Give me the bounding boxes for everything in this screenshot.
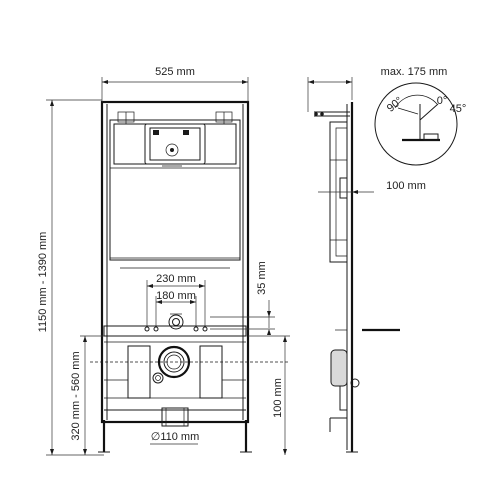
- dim-stud-offset: 35 mm: [210, 261, 275, 335]
- side-view: [314, 102, 400, 453]
- dim-outlet-offset: 100 mm: [248, 335, 290, 455]
- cistern: [109, 111, 241, 269]
- flush-plate-opening: [144, 123, 206, 167]
- lower-bracket: [104, 341, 246, 399]
- dim-total-height: 1150 mm - 1390 mm: [37, 99, 104, 456]
- offset-35-label: 35 mm: [256, 261, 268, 295]
- frame-legs: [98, 409, 252, 453]
- drain-outlet: [152, 345, 191, 427]
- frame-outline: [100, 100, 250, 424]
- front-view: [90, 100, 290, 453]
- dim-diameter: ∅110 mm: [150, 431, 200, 445]
- offset-100-label: 100 mm: [272, 378, 284, 418]
- spacing-180-label: 180 mm: [156, 290, 196, 302]
- wall-offset-label: 100 mm: [386, 180, 426, 192]
- angle-90-label: 90°: [385, 95, 405, 115]
- dim-width: 525 mm: [101, 66, 249, 102]
- total-height-label: 1150 mm - 1390 mm: [37, 232, 49, 333]
- angle-0-label: 0°: [437, 95, 448, 107]
- angle-45-label: 45°: [450, 103, 467, 115]
- angle-inset: 90° 0° 45°: [374, 82, 467, 166]
- diameter-label: ∅110 mm: [151, 431, 200, 443]
- dim-wall-offset: 100 mm: [318, 180, 426, 194]
- dim-stud-spacing: 230 mm 180 mm: [146, 273, 206, 326]
- dim-max-depth: max. 175 mm: [307, 66, 448, 112]
- outlet-height-label: 320 mm - 560 mm: [70, 351, 82, 440]
- max-depth-label: max. 175 mm: [381, 66, 448, 78]
- mounting-rail: [103, 313, 247, 337]
- spacing-230-label: 230 mm: [156, 273, 196, 285]
- dim-outlet-height: 320 mm - 560 mm: [70, 335, 104, 455]
- width-label: 525 mm: [155, 66, 195, 78]
